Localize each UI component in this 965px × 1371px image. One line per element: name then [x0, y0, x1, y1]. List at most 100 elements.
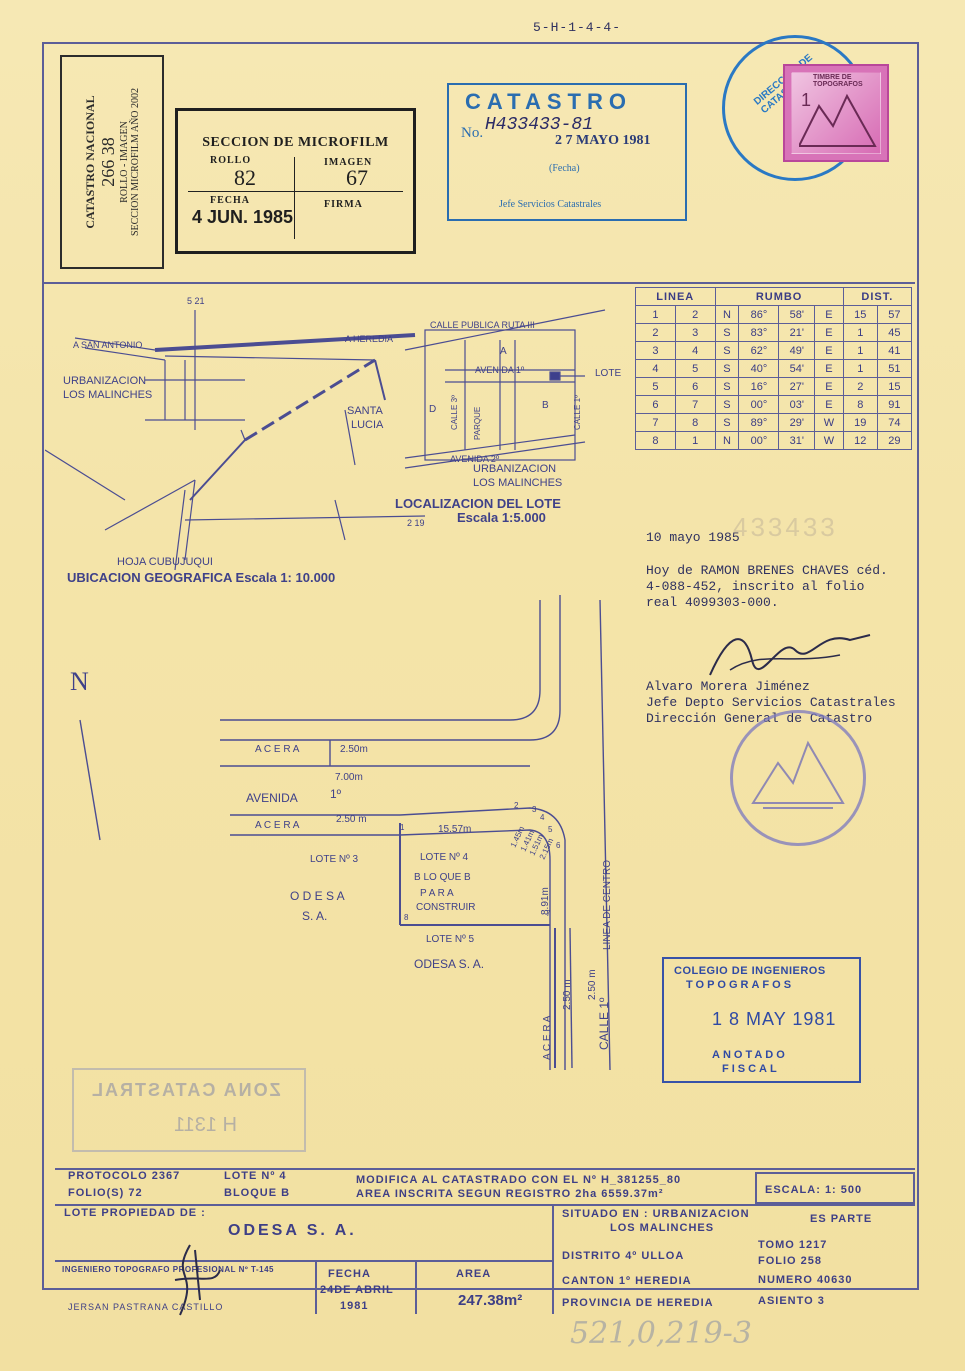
- tomo: TOMO 1217: [758, 1239, 828, 1251]
- footer-divider: [552, 1204, 554, 1314]
- plan-label: A C E R A: [255, 744, 300, 755]
- location-map: A SAN ANTONIO A HEREDIA URBANIZACION LOS…: [45, 296, 621, 585]
- distrito: DISTRITO 4º ULLOA: [562, 1250, 685, 1262]
- stamp-line: FISCAL: [722, 1063, 780, 1075]
- table-header: LINEA: [635, 287, 716, 306]
- table-cell: 91: [876, 395, 913, 414]
- footer-divider: [55, 1204, 915, 1206]
- situado: SITUADO EN : URBANIZACION: [562, 1208, 750, 1220]
- plan-point: 4: [540, 813, 545, 822]
- provincia: PROVINCIA DE HEREDIA: [562, 1297, 714, 1309]
- table-cell: W: [814, 413, 844, 432]
- footer-divider: [315, 1260, 317, 1314]
- mountain-icon: [751, 740, 845, 809]
- plan-label: LOTE Nº 5: [426, 934, 475, 945]
- plan-point: 3: [532, 805, 537, 814]
- plan-label: P A R A: [420, 888, 454, 899]
- map-label: LOS MALINCHES: [63, 389, 152, 401]
- escala-box: ESCALA: 1: 500: [755, 1172, 915, 1204]
- north-arrow-label: N: [70, 667, 89, 696]
- plan-label: 15.57m: [438, 824, 471, 835]
- table-cell: 2: [842, 377, 878, 396]
- table-cell: E: [814, 377, 844, 396]
- table-cell: 40°: [738, 359, 780, 378]
- plan-label: AVENIDA: [246, 791, 298, 805]
- note-date: 10 mayo 1985: [646, 530, 740, 545]
- stamp-title: CATASTRO: [465, 89, 632, 114]
- section-divider: [42, 282, 915, 284]
- table-cell: 00°: [738, 431, 780, 450]
- table-cell: S: [714, 341, 740, 360]
- stamp-line: COLEGIO DE INGENIEROS: [674, 965, 826, 977]
- table-cell: 4: [635, 359, 676, 378]
- stamp-line: SECCION MICROFILM AÑO 2002: [130, 87, 141, 237]
- footer-divider: [55, 1168, 915, 1170]
- stamp-line: H 1311: [174, 1114, 238, 1136]
- plan-label: A C E R A: [542, 1015, 553, 1060]
- table-cell: 3: [635, 341, 676, 360]
- map-label: URBANIZACION: [63, 375, 146, 387]
- table-cell: 21': [778, 323, 816, 342]
- plan-label: 1º: [330, 787, 342, 801]
- footer-divider: [415, 1260, 417, 1314]
- table-cell: 03': [778, 395, 816, 414]
- plan-label: CALLE 1º: [597, 997, 611, 1050]
- area-inscrita: AREA INSCRITA SEGUN REGISTRO 2ha 6559.37…: [356, 1188, 664, 1200]
- stamp-line: TOPOGRAFOS: [686, 979, 795, 991]
- map-label: CALLE 3º: [450, 395, 459, 430]
- table-cell: 16°: [738, 377, 780, 396]
- protocolo: PROTOCOLO 2367: [68, 1170, 181, 1182]
- table-cell: 83°: [738, 323, 780, 342]
- stamp-divider: [188, 191, 403, 192]
- table-cell: 2: [635, 323, 676, 342]
- lot-plan: N A C E R A 2.50m 7.00m AVENIDA 1º A C E…: [70, 595, 613, 1071]
- plan-point: 5: [548, 825, 553, 834]
- table-cell: E: [814, 341, 844, 360]
- table-cell: E: [814, 305, 844, 324]
- faint-number: 433433: [733, 512, 838, 542]
- stamp-divider: [294, 157, 295, 239]
- signature: [709, 634, 871, 676]
- table-cell: 31': [778, 431, 816, 450]
- folio: FOLIO 258: [758, 1255, 823, 1267]
- table-header: DIST.: [842, 287, 913, 306]
- map-label: 5 21: [187, 296, 205, 306]
- canton: CANTON 1º HEREDIA: [562, 1275, 692, 1287]
- map-label: PARQUE: [473, 407, 482, 440]
- firma-label: FIRMA: [324, 199, 363, 210]
- table-cell: S: [714, 359, 740, 378]
- map-label: 2 19: [407, 518, 425, 528]
- table-cell: 57: [876, 305, 913, 324]
- catastro-nacional-stamp: CATASTRO NACIONAL 266 38 ROLLO - IMAGEN …: [60, 55, 164, 269]
- note-line: Hoy de RAMON BRENES CHAVES céd.: [646, 563, 888, 578]
- plan-label: 2.50 m: [336, 814, 367, 825]
- asiento: ASIENTO 3: [758, 1295, 825, 1307]
- handwritten-number: 521,0,219-3: [570, 1316, 752, 1351]
- plan-point: 6: [556, 841, 561, 850]
- microfilm-stamp: SECCION DE MICROFILM ROLLO IMAGEN 82 67 …: [175, 108, 416, 254]
- escala: ESCALA: 1: 500: [765, 1184, 863, 1196]
- table-cell: S: [714, 413, 740, 432]
- table-cell: N: [714, 305, 740, 324]
- stamp-line: ANOTADO: [712, 1049, 788, 1061]
- table-cell: E: [814, 323, 844, 342]
- plan-label: 8.91m: [540, 887, 551, 915]
- propietario: ODESA S. A.: [228, 1222, 357, 1239]
- table-cell: 27': [778, 377, 816, 396]
- table-cell: 8: [674, 413, 716, 432]
- map-label: B: [542, 400, 549, 411]
- fecha-label: FECHA: [328, 1268, 371, 1280]
- no-label: No.: [461, 125, 484, 141]
- table-cell: 2: [674, 305, 716, 324]
- stamp-title: SECCION DE MICROFILM: [202, 135, 389, 150]
- table-cell: 1: [842, 341, 878, 360]
- plan-label: A C E R A: [255, 820, 300, 831]
- plan-point: 1: [400, 823, 405, 832]
- plan-label: LOTE Nº 3: [310, 854, 359, 865]
- table-cell: 1: [842, 323, 878, 342]
